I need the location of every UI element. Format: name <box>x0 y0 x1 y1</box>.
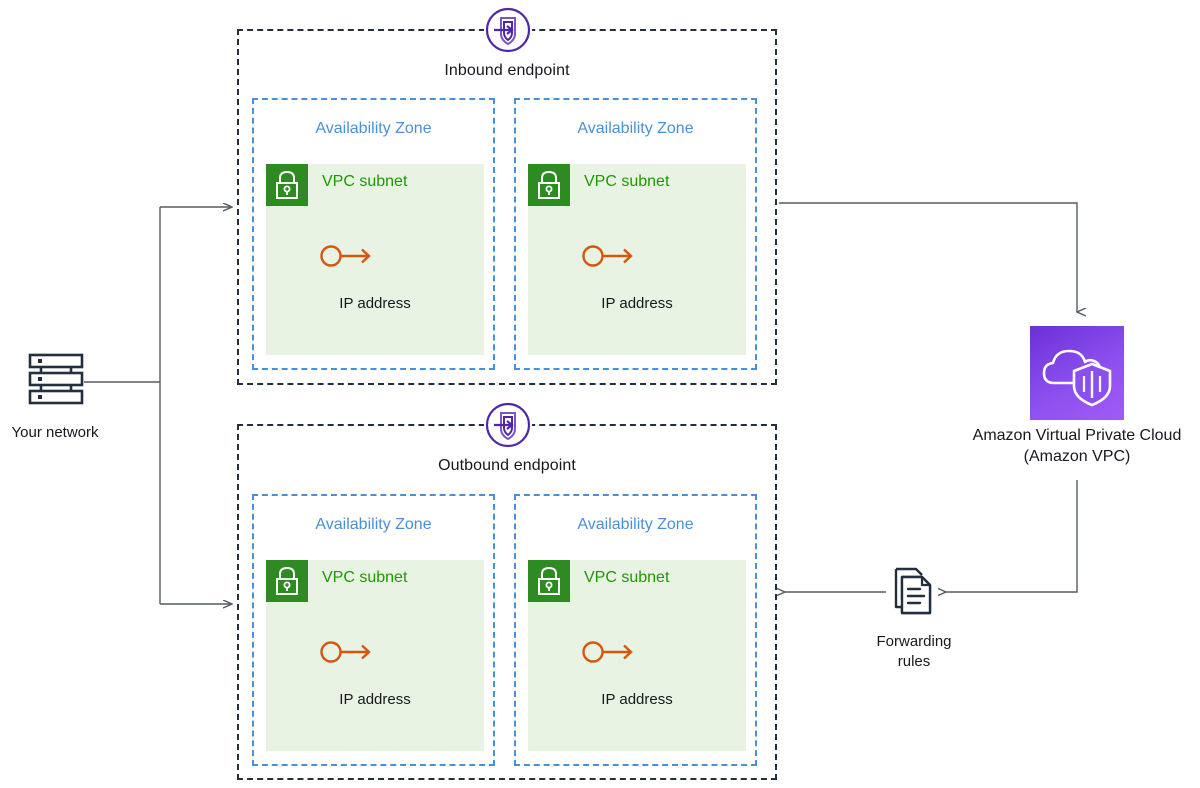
amazon-vpc-caption-line1: Amazon Virtual Private Cloud <box>972 427 1182 444</box>
inbound-az-2-subnet-label: VPC subnet <box>584 173 670 190</box>
outbound-az-2-subnet-label: VPC subnet <box>584 569 670 586</box>
inbound-az-1-subnet: VPC subnet IP address <box>266 164 484 355</box>
outbound-az-1-ip-label: IP address <box>339 691 411 708</box>
ip-address-icon <box>319 243 375 269</box>
lock-icon <box>266 560 308 602</box>
your-network-label: Your network <box>11 424 99 441</box>
outbound-az-2 <box>514 494 757 766</box>
outbound-az-1 <box>252 494 495 766</box>
outbound-az-1-subnet-label: VPC subnet <box>322 569 408 586</box>
inbound-az-2-subnet: VPC subnet IP address <box>528 164 746 355</box>
documents-icon <box>890 563 938 619</box>
outbound-az-1-subnet: VPC subnet IP address <box>266 560 484 751</box>
amazon-vpc-caption-line2: (Amazon VPC) <box>1023 448 1131 465</box>
ip-address-icon <box>581 243 637 269</box>
amazon-vpc-caption: Amazon Virtual Private Cloud (Amazon VPC… <box>957 425 1197 467</box>
ip-address-icon <box>581 639 637 665</box>
inbound-az-1-subnet-label: VPC subnet <box>322 173 408 190</box>
ip-address-icon <box>319 639 375 665</box>
inbound-az-1-ip-label: IP address <box>339 295 411 312</box>
lock-icon <box>528 560 570 602</box>
amazon-vpc-icon <box>1030 326 1124 420</box>
inbound-az-1 <box>252 98 495 370</box>
resolver-endpoint-icon <box>484 401 532 449</box>
lock-icon <box>266 164 308 206</box>
outbound-endpoint-title: Outbound endpoint <box>438 457 576 474</box>
server-rack-icon <box>27 352 85 406</box>
resolver-endpoint-icon <box>484 6 532 54</box>
outbound-az-2-ip-label: IP address <box>601 691 673 708</box>
inbound-az-2 <box>514 98 757 370</box>
forwarding-rules-line2: rules <box>897 653 931 670</box>
inbound-az-2-ip-label: IP address <box>601 295 673 312</box>
inbound-az-2-label: Availability Zone <box>577 120 694 137</box>
forwarding-rules-line1: Forwarding <box>876 633 952 650</box>
inbound-endpoint-title: Inbound endpoint <box>444 62 570 79</box>
forwarding-rules-caption: Forwarding rules <box>844 632 984 672</box>
outbound-az-1-label: Availability Zone <box>315 516 432 533</box>
outbound-az-2-subnet: VPC subnet IP address <box>528 560 746 751</box>
outbound-az-2-label: Availability Zone <box>577 516 694 533</box>
lock-icon <box>528 164 570 206</box>
inbound-az-1-label: Availability Zone <box>315 120 432 137</box>
